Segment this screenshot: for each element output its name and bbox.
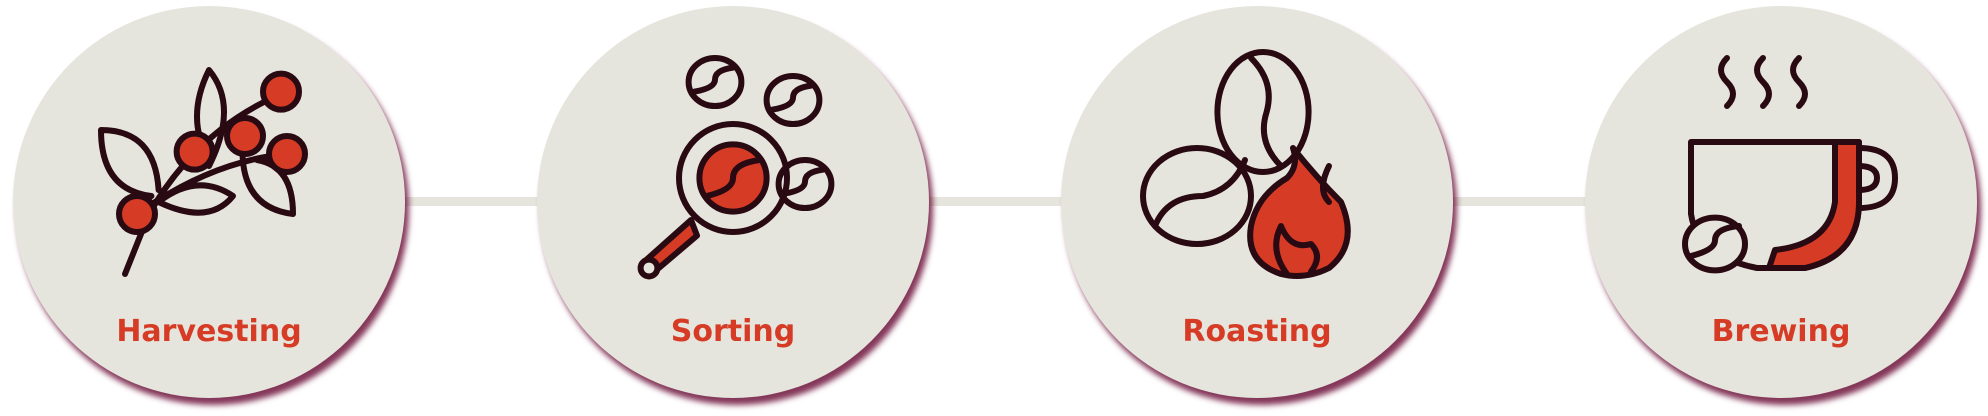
- magnifier-bean-icon: [637, 55, 835, 280]
- connector-1: [400, 197, 540, 206]
- coffee-cup-icon: [1682, 55, 1898, 274]
- step-brewing: Brewing: [1585, 6, 1977, 398]
- step-roasting: Roasting: [1061, 6, 1453, 398]
- beans-fire-icon: [1140, 49, 1351, 279]
- step-harvesting: Harvesting: [13, 6, 405, 398]
- step-label: Roasting: [1182, 314, 1332, 349]
- step-label: Harvesting: [116, 314, 302, 349]
- connector-2: [924, 197, 1064, 206]
- step-sorting: Sorting: [537, 6, 929, 398]
- step-label: Sorting: [670, 314, 796, 349]
- step-label: Brewing: [1711, 314, 1851, 349]
- coffee-branch-icon: [98, 67, 308, 277]
- connector-3: [1448, 197, 1588, 206]
